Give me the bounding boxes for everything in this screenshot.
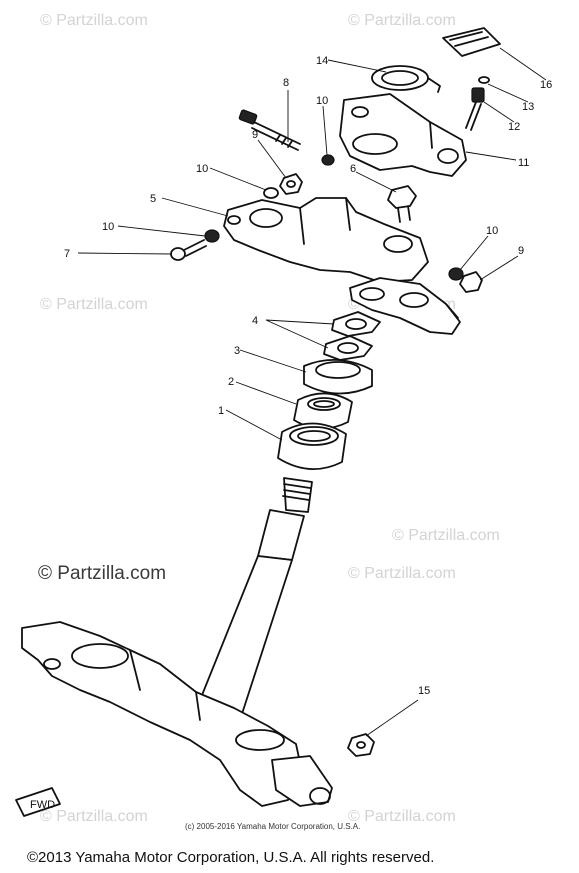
part-8-long-bolt	[238, 109, 301, 151]
part-10-washer-lower-left	[204, 229, 220, 243]
part-10-washer-upper	[321, 154, 335, 166]
callout-8: 8	[283, 77, 289, 89]
callout-13: 13	[522, 101, 534, 113]
callout-12: 12	[508, 121, 520, 133]
callout-10-right: 10	[486, 225, 498, 237]
part-4-lock-washers	[323, 311, 381, 361]
part-16-plate	[442, 27, 501, 57]
callout-5: 5	[150, 193, 156, 205]
callout-9-upper: 9	[252, 129, 258, 141]
callout-7: 7	[64, 248, 70, 260]
center-watermark: © Partzilla.com	[38, 563, 167, 584]
watermark-second-right: © Partzilla.com	[392, 527, 500, 544]
under-bracket	[21, 621, 333, 807]
watermark-lower-right: © Partzilla.com	[348, 565, 456, 582]
part-3-bearing-cover	[303, 358, 373, 395]
callout-15: 15	[418, 685, 430, 697]
part-2-bearing	[293, 392, 353, 430]
watermark-bottom-right: © Partzilla.com	[348, 808, 456, 825]
part-11-upper-bracket	[339, 93, 467, 177]
callout-10-left: 10	[196, 163, 208, 175]
watermark-top-right: © Partzilla.com	[348, 12, 456, 29]
part-9-nut-right	[459, 271, 483, 293]
part-10-washer-right	[448, 267, 464, 281]
part-12-bolt	[465, 87, 485, 131]
callout-10-upper: 10	[316, 95, 328, 107]
front-direction-marker: FWD	[15, 787, 61, 817]
leader-lines	[77, 47, 547, 737]
part-15-nut	[347, 733, 375, 757]
callout-11: 11	[518, 157, 529, 169]
front-marker-label: FWD	[30, 799, 55, 811]
part-1-bearing-race	[277, 422, 347, 471]
watermark-middle-left: © Partzilla.com	[40, 296, 148, 313]
footer-copyright: ©2013 Yamaha Motor Corporation, U.S.A. A…	[27, 849, 435, 866]
callout-16: 16	[540, 79, 552, 91]
steering-stem	[195, 477, 313, 721]
callout-numbers: 14 8 10 9 10 5 10 7 6 4 3 2 1 16 13 12 1…	[64, 55, 552, 697]
watermark-bottom-left: © Partzilla.com	[40, 808, 148, 825]
small-copyright: (c) 2005-2016 Yamaha Motor Corporation, …	[185, 822, 361, 831]
watermark-top-left: © Partzilla.com	[40, 12, 148, 29]
part-5-handlebar-holder	[223, 197, 429, 283]
part-lower-bracket-right	[349, 277, 461, 335]
callout-1: 1	[218, 405, 224, 417]
callout-10-lower-left: 10	[102, 221, 114, 233]
callout-3: 3	[234, 345, 240, 357]
part-14-cap	[371, 65, 441, 93]
callout-9-right: 9	[518, 245, 524, 257]
callout-6: 6	[350, 163, 356, 175]
callout-2: 2	[228, 376, 234, 388]
part-7-bolt	[170, 239, 207, 261]
callout-14: 14	[316, 55, 328, 67]
part-10-washer-left	[263, 187, 279, 199]
part-9-nut-upper	[279, 173, 303, 195]
callout-4: 4	[252, 315, 258, 327]
part-6-bolt	[387, 185, 417, 223]
part-13-washer	[478, 76, 490, 84]
